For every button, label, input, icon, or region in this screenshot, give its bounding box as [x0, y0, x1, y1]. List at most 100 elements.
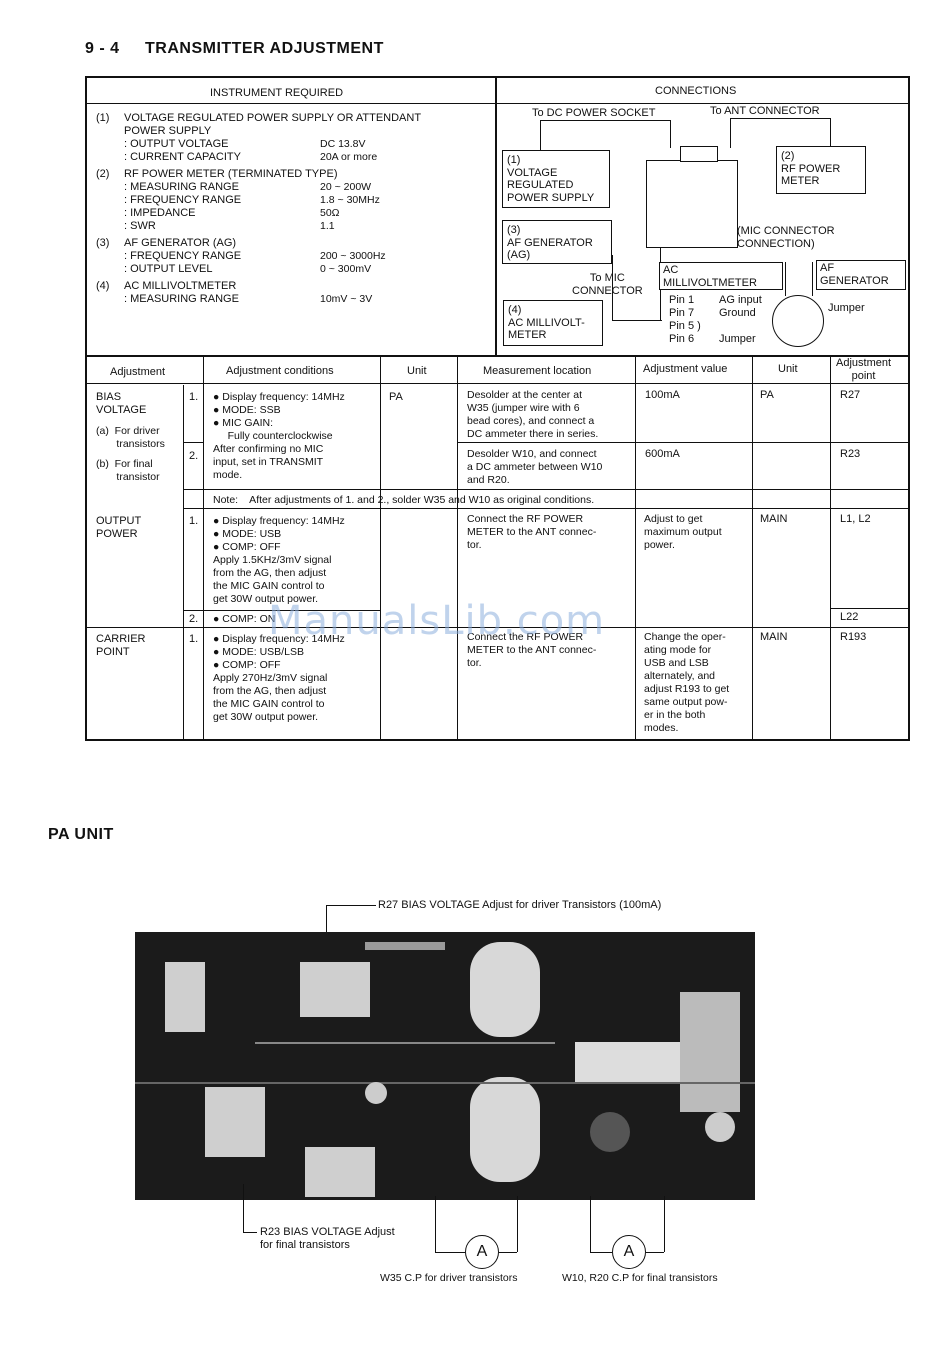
instrument-name: AC MILLIVOLTMETER: [124, 280, 237, 292]
bias-r1-num: 1.: [189, 391, 199, 403]
instrument-spec: : MEASURING RANGE 10mV ~ 3V: [124, 293, 496, 306]
bias-b: (b) For final transistor: [96, 458, 160, 483]
bias-r1-unit: PA: [389, 391, 403, 403]
bias-note: Note: After adjustments of 1. and 2., so…: [213, 494, 595, 506]
th-location: Measurement location: [483, 365, 592, 377]
spec-value: 1.1: [320, 220, 335, 232]
output-r2-point: L22: [840, 611, 859, 623]
spec-label: : CURRENT CAPACITY: [124, 151, 241, 163]
instrument-spec: : MEASURING RANGE 20 ~ 200W: [124, 181, 496, 194]
spec-value: 20 ~ 200W: [320, 181, 372, 193]
spec-value: 10mV ~ 3V: [320, 293, 373, 305]
spec-label: : MEASURING RANGE: [124, 293, 239, 305]
carrier-title: CARRIER POINT: [96, 633, 146, 658]
instrument-spec: : OUTPUT LEVEL 0 ~ 300mV: [124, 263, 496, 276]
spec-value: 200 ~ 3000Hz: [320, 250, 386, 262]
ac-millivoltmeter-box: (4) AC MILLIVOLT- METER: [503, 300, 603, 346]
bias-title: BIAS VOLTAGE: [96, 391, 147, 416]
instrument-spec: : FREQUENCY RANGE 1.8 ~ 30MHz: [124, 194, 496, 207]
instrument-item: (2)RF POWER METER (TERMINATED TYPE): MEA…: [96, 168, 496, 233]
pa-unit-title: PA UNIT: [48, 826, 114, 843]
instrument-item: (4) AC MILLIVOLTMETER: MEASURING RANGE 10m…: [96, 280, 496, 306]
transceiver-box: [646, 160, 738, 248]
output-r2-num: 2.: [189, 613, 199, 625]
spec-value: 1.8 ~ 30MHz: [320, 194, 380, 206]
to-dc-label: To DC POWER SOCKET: [532, 107, 656, 119]
to-mic-label: To MIC CONNECTOR: [572, 272, 643, 297]
bias-r1-point: R27: [840, 389, 861, 401]
connections-heading: CONNECTIONS: [655, 85, 737, 97]
spec-value: 20A or more: [320, 151, 378, 163]
th-conditions: Adjustment conditions: [226, 365, 334, 377]
instrument-number: (4): [96, 280, 110, 292]
bias-r1-location: Desolder at the center at W35 (jumper wi…: [467, 389, 599, 440]
instrument-heading: INSTRUMENT REQUIRED: [210, 87, 344, 99]
section-number: 9 - 4: [85, 40, 120, 57]
bias-r1-conditions: ● Display frequency: 14MHz ● MODE: SSB ●…: [213, 391, 345, 481]
instrument-spec: : OUTPUT VOLTAGE DC 13.8V: [124, 138, 496, 151]
rf-meter-box: (2) RF POWER METER: [776, 146, 866, 194]
page-title: TRANSMITTER ADJUSTMENT: [145, 40, 384, 57]
bias-r1-value: 100mA: [645, 389, 680, 401]
jumper-label: Jumper: [828, 302, 865, 314]
spec-value: 0 ~ 300mV: [320, 263, 372, 275]
instrument-spec: : SWR 1.1: [124, 220, 496, 233]
psu-box: (1) VOLTAGE REGULATED POWER SUPPLY: [502, 150, 610, 208]
instrument-item: (1) VOLTAGE REGULATED POWER SUPPLY OR ATT…: [96, 112, 496, 164]
spec-label: : IMPEDANCE: [124, 207, 196, 219]
driver-ammeter-icon: A: [465, 1235, 499, 1269]
output-title: OUTPUT POWER: [96, 515, 142, 540]
instrument-number: (1): [96, 112, 110, 124]
output-r1-conditions: ● Display frequency: 14MHz ● MODE: USB ●…: [213, 515, 345, 605]
small-acmv-box: AC MILLIVOLTMETER: [659, 262, 783, 290]
bias-r2-point: R23: [840, 448, 861, 460]
instrument-spec: : IMPEDANCE 50Ω: [124, 207, 496, 220]
th-adjustment: Adjustment: [110, 366, 166, 378]
output-r1-unit2: MAIN: [760, 513, 788, 525]
carrier-r1-num: 1.: [189, 633, 199, 645]
af-generator-box: (3) AF GENERATOR (AG): [502, 220, 612, 264]
w10-label: W10, R20 C.P for final transistors: [562, 1272, 718, 1284]
carrier-r1-location: Connect the RF POWER METER to the ANT co…: [467, 631, 597, 669]
instrument-name: VOLTAGE REGULATED POWER SUPPLY OR ATTEND…: [124, 112, 422, 137]
to-ant-label: To ANT CONNECTOR: [710, 105, 820, 117]
output-r1-point: L1, L2: [840, 513, 871, 525]
th-unit2: Unit: [778, 363, 798, 375]
carrier-r1-point: R193: [840, 631, 867, 643]
carrier-r1-value: Change the oper- ating mode for USB and …: [644, 631, 730, 734]
output-r1-location: Connect the RF POWER METER to the ANT co…: [467, 513, 597, 551]
instrument-name: RF POWER METER (TERMINATED TYPE): [124, 168, 338, 180]
pin-list: Pin 1 Pin 7 Pin 5 ) Pin 6: [669, 294, 701, 345]
spec-label: : SWR: [124, 220, 156, 232]
spec-value: 50Ω: [320, 207, 340, 219]
pa-unit-board-image: [135, 932, 755, 1200]
output-r2-conditions: ● COMP: ON: [213, 613, 276, 625]
instrument-number: (3): [96, 237, 110, 249]
dc-connector: [680, 146, 718, 162]
output-r1-value: Adjust to get maximum output power.: [644, 513, 722, 551]
instrument-spec: : CURRENT CAPACITY 20A or more: [124, 151, 496, 164]
output-r1-num: 1.: [189, 515, 199, 527]
pin-descriptions: AG input Ground Jumper: [719, 294, 762, 345]
small-afgen-box: AF GENERATOR: [816, 260, 906, 290]
spec-label: : MEASURING RANGE: [124, 181, 239, 193]
instrument-name: AF GENERATOR (AG): [124, 237, 237, 249]
spec-label: : OUTPUT LEVEL: [124, 263, 213, 275]
w35-label: W35 C.P for driver transistors: [380, 1272, 518, 1284]
th-point: Adjustment point: [836, 357, 892, 382]
th-unit: Unit: [407, 365, 427, 377]
carrier-r1-unit2: MAIN: [760, 631, 788, 643]
watermark: ManualsLib.com: [268, 598, 606, 644]
bias-r1-unit2: PA: [760, 389, 774, 401]
instrument-list: (1) VOLTAGE REGULATED POWER SUPPLY OR ATT…: [96, 112, 496, 310]
bias-r2-value: 600mA: [645, 448, 680, 460]
spec-label: : FREQUENCY RANGE: [124, 194, 242, 206]
bias-r2-num: 2.: [189, 450, 199, 462]
mic-connector-icon: [772, 295, 824, 347]
r23-label: R23 BIAS VOLTAGE Adjust for final transi…: [260, 1226, 395, 1251]
spec-label: : OUTPUT VOLTAGE: [124, 138, 229, 150]
mic-connector-label: (MIC CONNECTOR CONNECTION): [737, 225, 835, 250]
carrier-r1-conditions: ● Display frequency: 14MHz ● MODE: USB/L…: [213, 633, 345, 723]
spec-value: DC 13.8V: [320, 138, 366, 150]
